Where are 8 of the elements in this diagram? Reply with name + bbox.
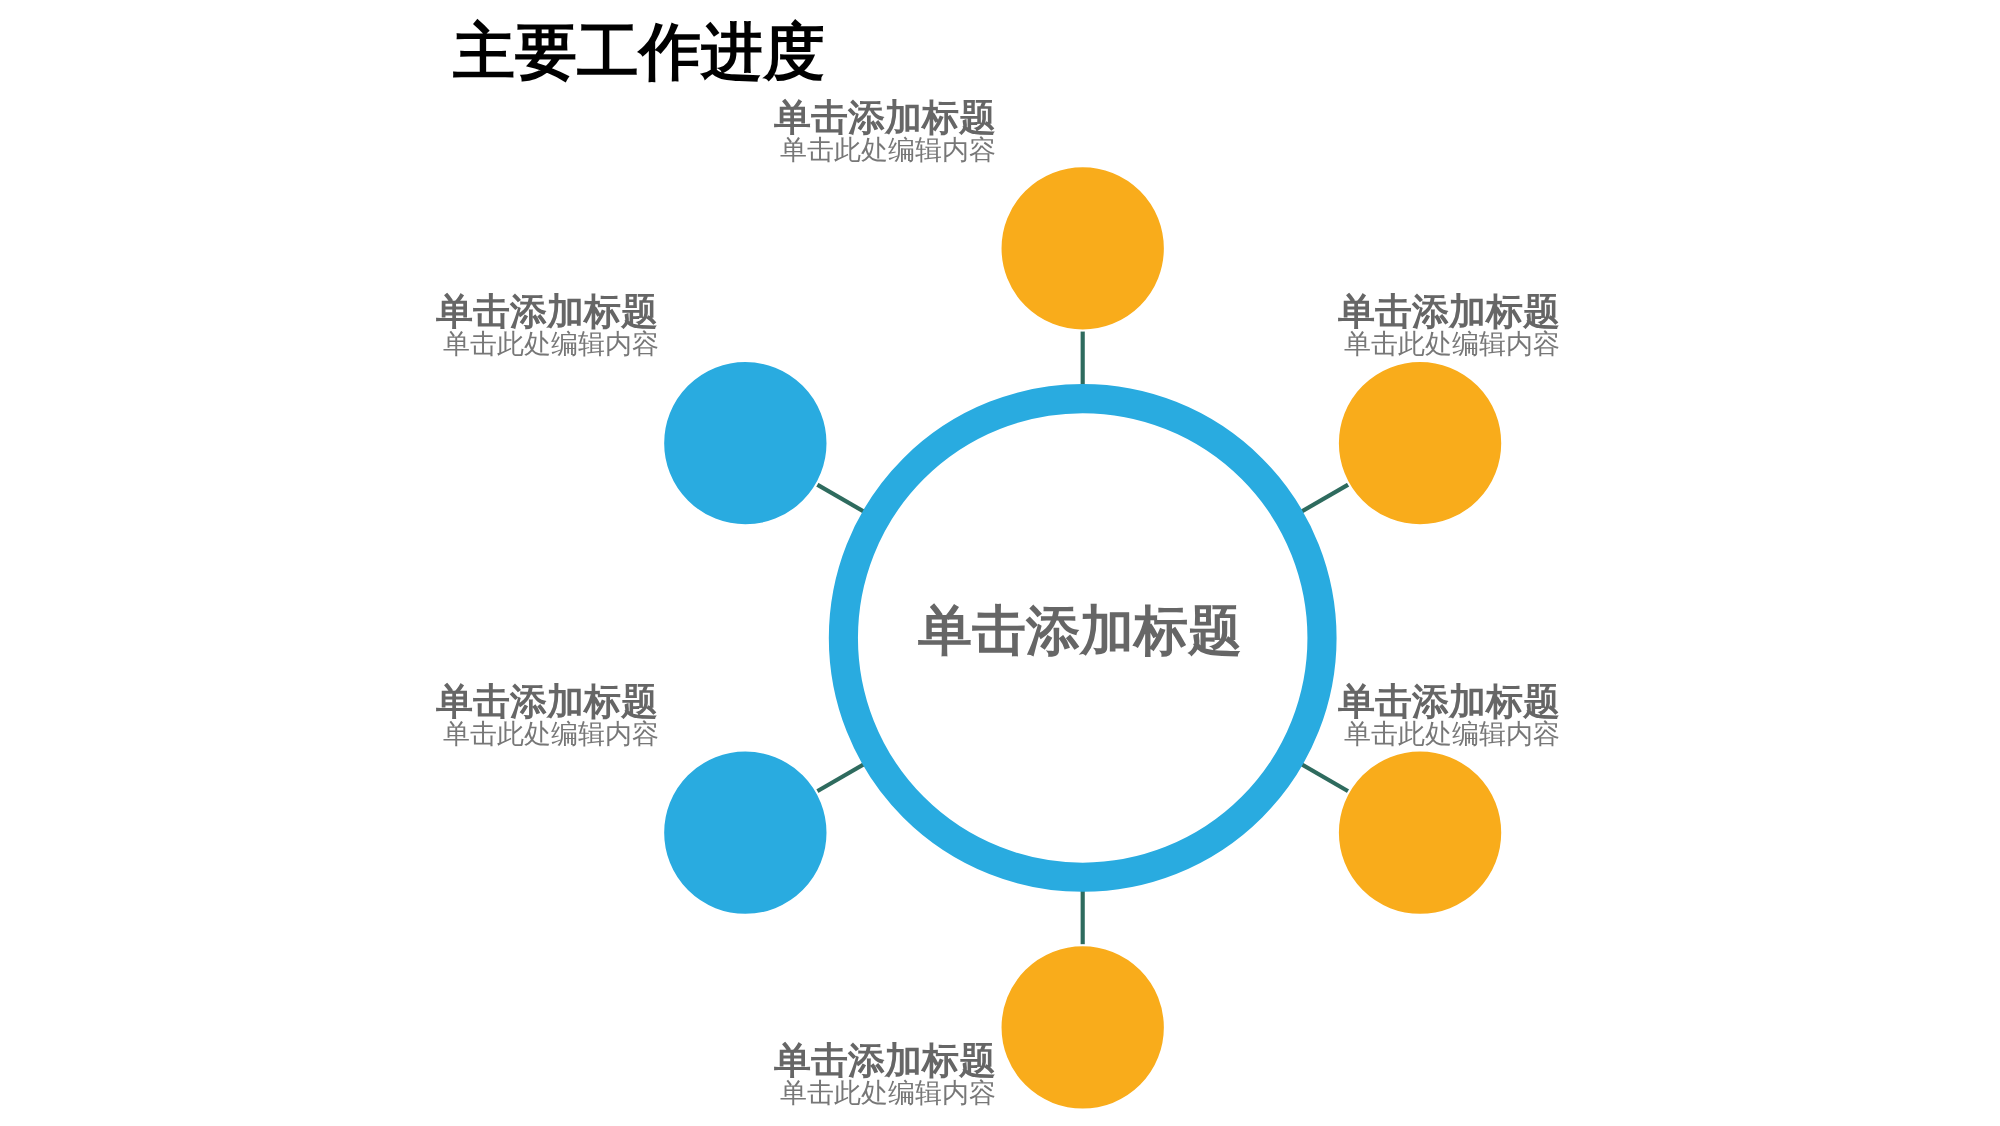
diagram-title: 主要工作进度 (452, 14, 825, 88)
node-circle: 单击添加标题 (828, 384, 1337, 892)
node-circle (661, 359, 829, 527)
node-circle (1336, 749, 1503, 916)
node-circle (661, 749, 829, 916)
node-circle (998, 165, 1166, 332)
node-circle (998, 944, 1166, 1111)
node-circle (1336, 359, 1503, 527)
